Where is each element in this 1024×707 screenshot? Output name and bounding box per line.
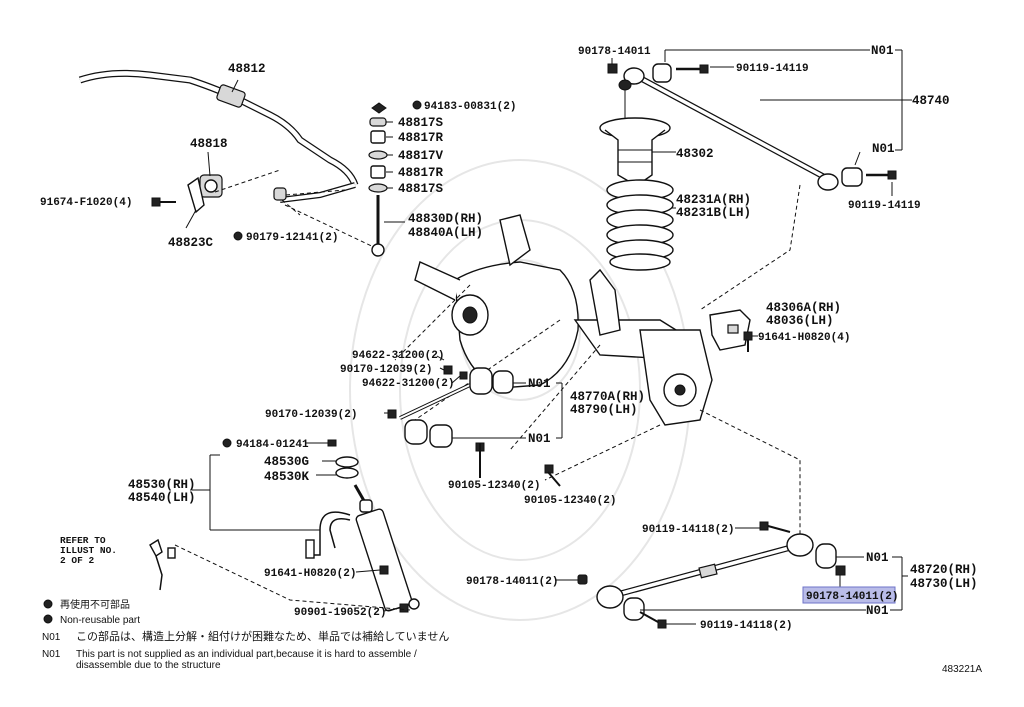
stabilizer-bushing[interactable] (199, 174, 223, 198)
bolt-91641-left-icon (379, 565, 389, 575)
label-48302: 48302 (676, 147, 714, 161)
bushing-top-right[interactable] (841, 167, 863, 187)
illustration-id: 483221A (942, 664, 982, 675)
legend-n01-jp: この部品は、構造上分解・組付けが困難なため、単品では補給していません (76, 629, 449, 643)
label-90119-low1: 90119-14118(2) (642, 524, 734, 536)
label-n01-mid1: N01 (528, 377, 551, 391)
bump-stop-48302[interactable] (599, 79, 671, 183)
bolt-91674-icon (151, 197, 176, 207)
label-48818: 48818 (190, 137, 228, 151)
label-48530G: 48530G (264, 455, 309, 469)
label-48306A: 48306A(RH) (766, 301, 841, 315)
bolt-90119-mid-icon (866, 170, 897, 180)
label-48740: 48740 (912, 94, 950, 108)
label-48817S-b: 48817S (398, 182, 444, 196)
label-48730: 48730(LH) (910, 577, 978, 591)
label-48823C: 48823C (168, 236, 214, 250)
label-90170-a: 90170-12039(2) (340, 364, 432, 376)
stabilizer-bracket[interactable] (187, 176, 205, 214)
label-91674: 91674-F1020(4) (40, 197, 132, 209)
legend-nonreusable-en: Non-reusable part (60, 615, 140, 626)
label-90119-mid: 90119-14119 (848, 200, 921, 212)
label-90170-b: 90170-12039(2) (265, 409, 357, 421)
legend-n01-en-1: This part is not supplied as an individu… (76, 649, 417, 660)
label-91641-left: 91641-H0820(2) (264, 568, 356, 580)
label-48817R-a: 48817R (398, 131, 444, 145)
bolt-90901-icon (399, 603, 409, 613)
label-48530: 48530(RH) (128, 478, 196, 492)
legend: 再使用不可部品 Non-reusable part N01 この部品は、構造上分… (42, 598, 449, 671)
label-90178-highlight: 90178-14011(2) (806, 591, 898, 603)
link-stack[interactable] (368, 102, 388, 257)
nonreusable-dot-icon (43, 599, 53, 609)
label-94183: 94183-00831(2) (424, 101, 516, 113)
label-90119-low2: 90119-14118(2) (700, 620, 792, 632)
label-94622-b: 94622-31200(2) (362, 378, 454, 390)
stabilizer-bar[interactable] (78, 69, 359, 203)
label-90105-a: 90105-12340(2) (448, 480, 540, 492)
nonreusable-dot-icon (412, 100, 422, 110)
highlight-90178-14011[interactable] (802, 586, 896, 604)
label-48540: 48540(LH) (128, 491, 196, 505)
legend-nonreusable-jp: 再使用不可部品 (60, 598, 130, 611)
label-91641-right: 91641-H0820(4) (758, 332, 850, 344)
axle-housing[interactable] (414, 214, 713, 426)
bolt-90119-top-icon (676, 64, 709, 74)
label-48720: 48720(RH) (910, 563, 978, 577)
bushing-lower-left[interactable] (623, 597, 645, 621)
refer-bracket-sketch (149, 538, 176, 591)
nonreusable-dot-icon (233, 231, 243, 241)
label-refer-1: REFER TO (60, 535, 106, 546)
lateral-rod-48740[interactable] (623, 67, 839, 191)
label-90178-top: 90178-14011 (578, 46, 651, 58)
shock-absorber-48530[interactable] (327, 439, 420, 612)
label-90178-low: 90178-14011(2) (466, 576, 558, 588)
label-48817S-a: 48817S (398, 116, 444, 130)
label-n01-low2: N01 (866, 604, 889, 618)
label-n01-top1: N01 (871, 44, 894, 58)
nut-lower-icons (577, 565, 846, 585)
legend-n01-tag-2: N01 (42, 649, 61, 660)
label-90119-top: 90119-14119 (736, 63, 809, 75)
nonreusable-dot-icon (222, 438, 232, 448)
part-labels: 48812 48818 91674-F1020(4) 48823C 90179-… (40, 44, 978, 632)
label-n01-top2: N01 (872, 142, 895, 156)
bushing-top-left[interactable] (652, 63, 672, 83)
abs-sensor-wire (305, 511, 351, 559)
label-48231A: 48231A(RH) (676, 193, 751, 207)
label-94184: 94184-01241 (236, 439, 309, 451)
label-48830D: 48830D(RH) (408, 212, 483, 226)
label-48840A: 48840A(LH) (408, 226, 483, 240)
bushing-90179-icon (273, 187, 287, 201)
nonreusable-dot-icon (43, 614, 53, 624)
label-refer-2: ILLUST NO. (60, 545, 117, 556)
label-refer-3: 2 OF 2 (60, 555, 95, 566)
lower-arm-48720[interactable] (596, 533, 814, 609)
label-48036: 48036(LH) (766, 314, 834, 328)
label-48817V: 48817V (398, 149, 444, 163)
bushing-lower-right[interactable] (815, 543, 837, 569)
label-48770A: 48770A(RH) (570, 390, 645, 404)
label-90105-b: 90105-12340(2) (524, 495, 616, 507)
legend-n01-tag-1: N01 (42, 632, 61, 643)
label-48817R-b: 48817R (398, 166, 444, 180)
label-48812: 48812 (228, 62, 266, 76)
coil-spring-48231[interactable] (606, 179, 674, 271)
label-94622-a: 94622-31200(2) (352, 350, 444, 362)
upper-arm-48770A[interactable] (399, 367, 514, 448)
legend-n01-en-2: disassemble due to the structure (76, 660, 221, 671)
label-n01-low1: N01 (866, 551, 889, 565)
label-48231B: 48231B(LH) (676, 206, 751, 220)
label-48530K: 48530K (264, 470, 310, 484)
label-48790: 48790(LH) (570, 403, 638, 417)
label-n01-mid2: N01 (528, 432, 551, 446)
bolt-lower-icons (639, 521, 791, 629)
label-90901: 90901-19052(2) (294, 607, 386, 619)
bracket-48306A[interactable] (709, 309, 751, 351)
nut-90178-top-icon (607, 63, 618, 74)
label-90179: 90179-12141(2) (246, 232, 338, 244)
